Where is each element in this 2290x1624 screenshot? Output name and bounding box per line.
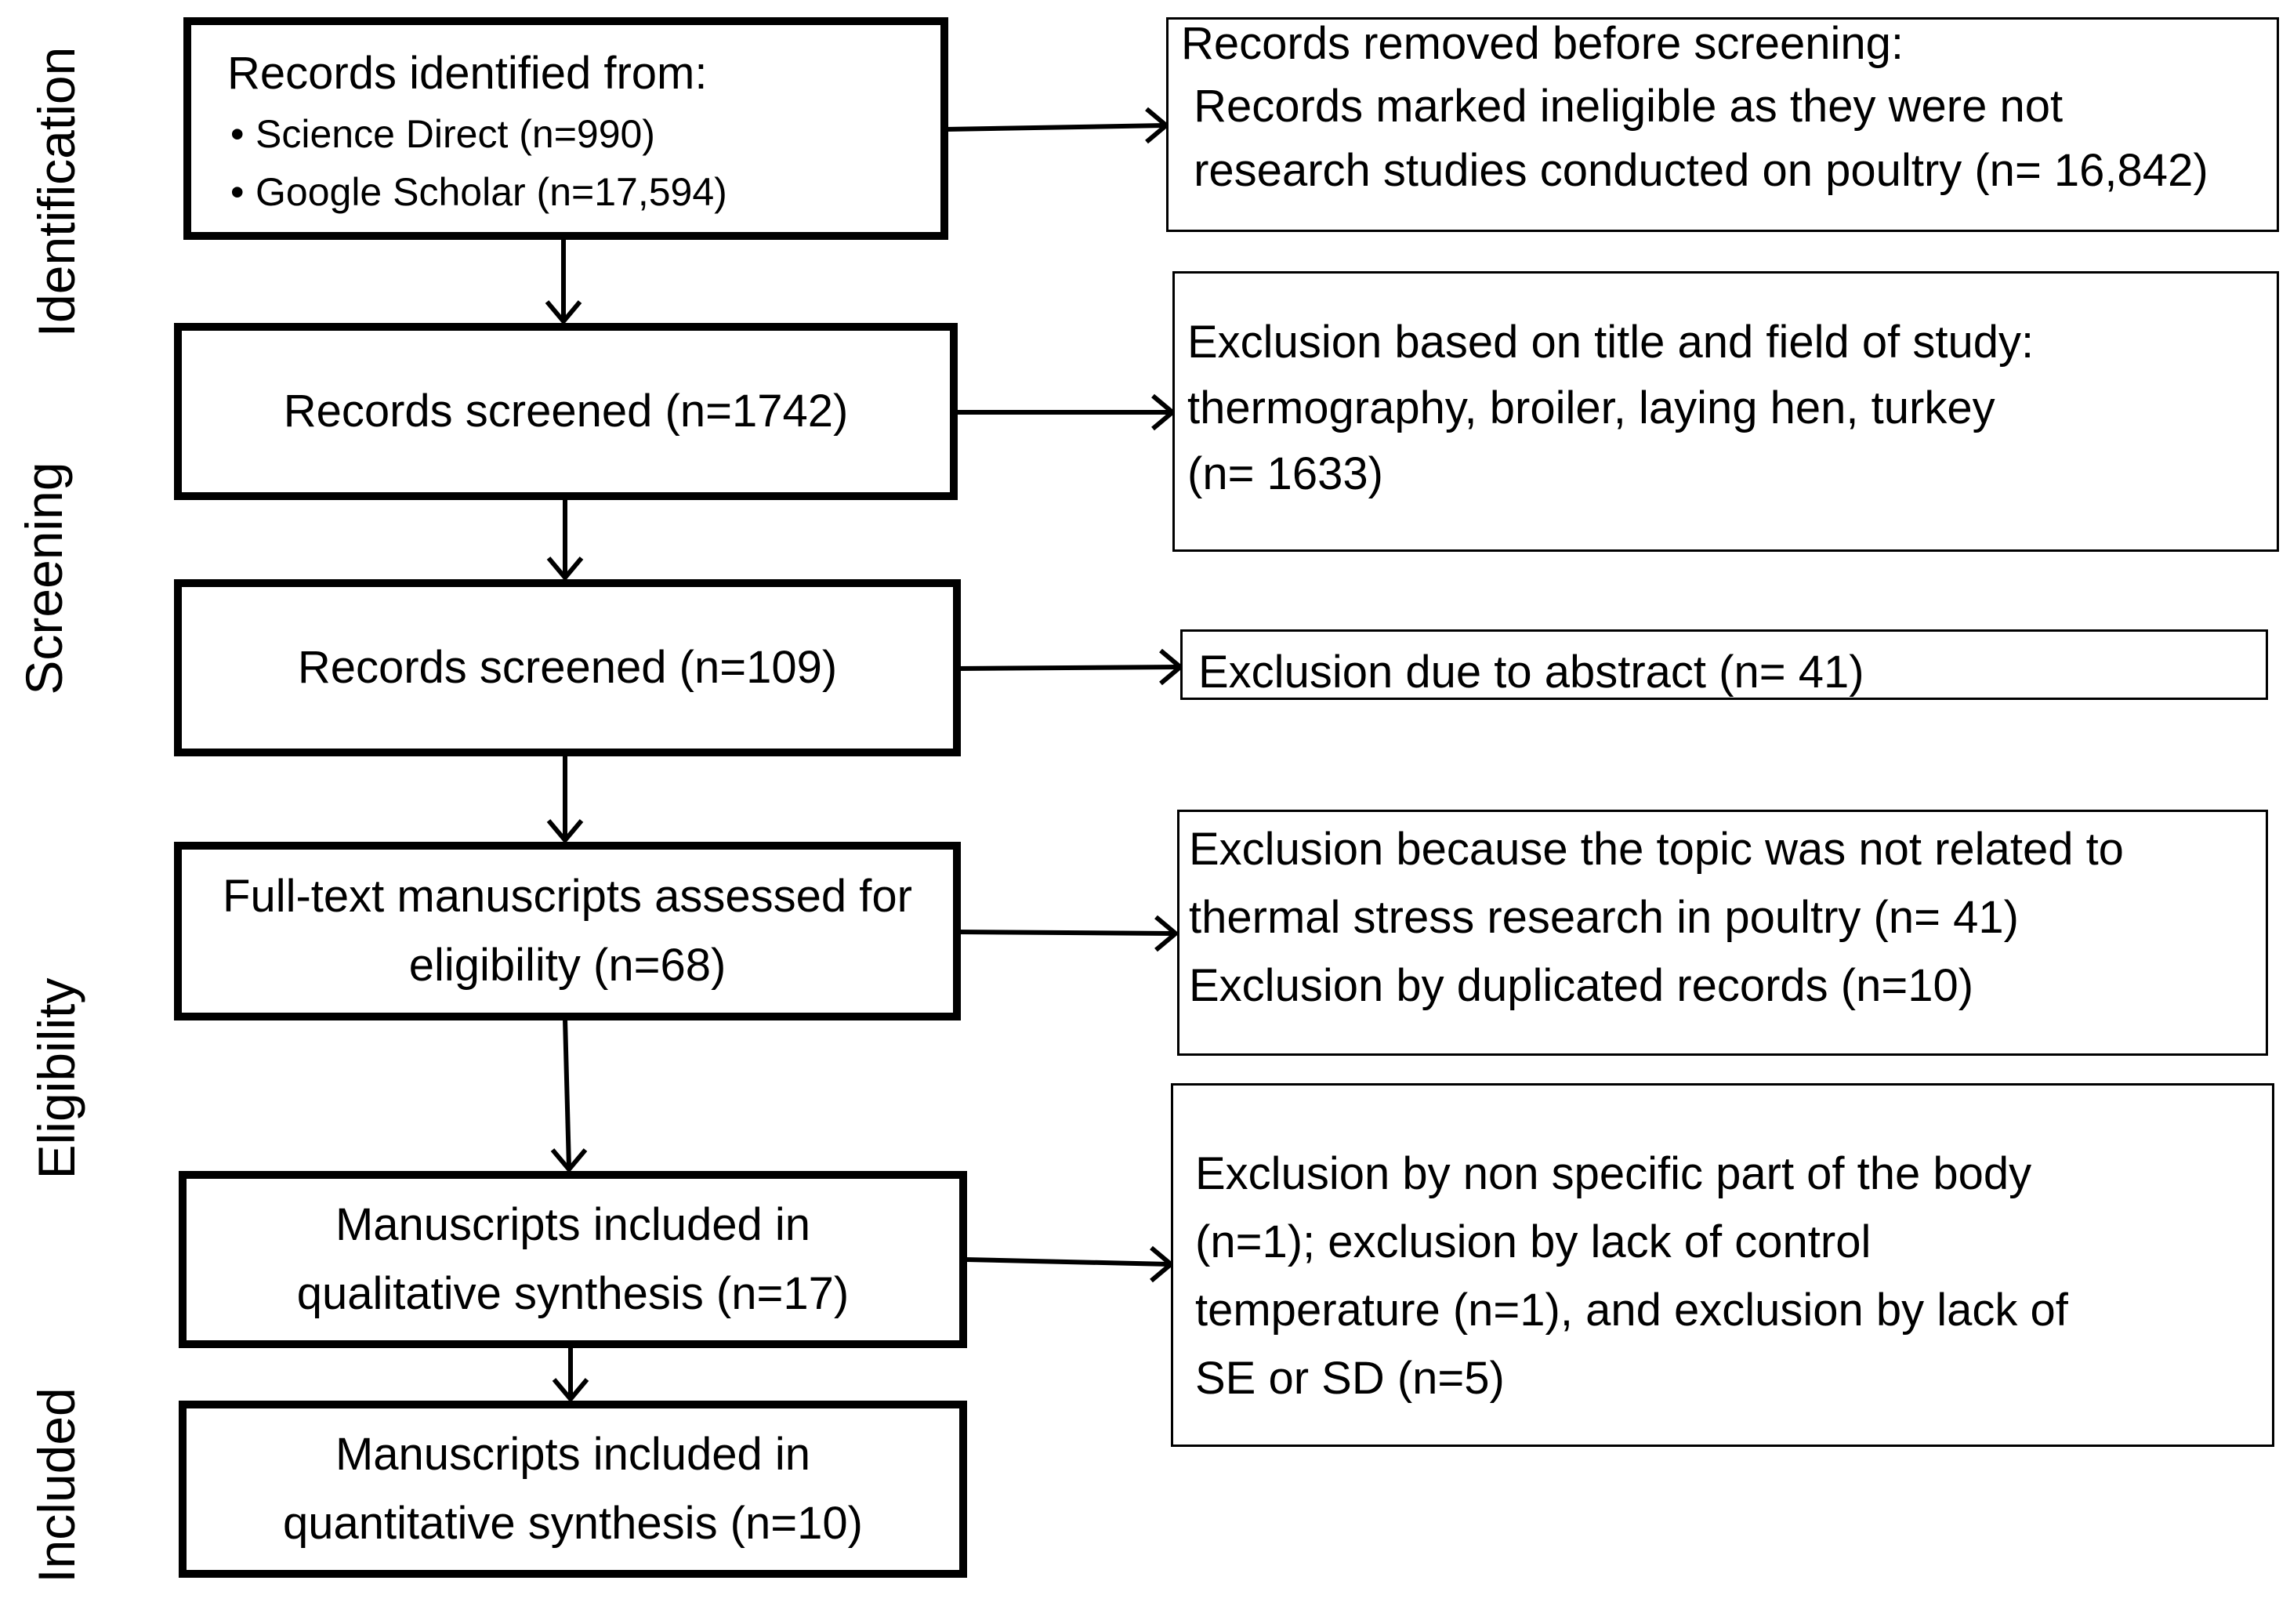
quantitative-line-2: quantitative synthesis (n=10) bbox=[283, 1498, 863, 1549]
title-exclusion-line-2: thermography, broiler, laying hen, turke… bbox=[1187, 382, 1995, 433]
body-exclusion-box: Exclusion by non specific part of the bo… bbox=[1171, 1083, 2274, 1447]
abstract-exclusion-box: Exclusion due to abstract (n= 41) bbox=[1180, 629, 2268, 700]
topic-exclusion-box: Exclusion because the topic was not rela… bbox=[1177, 810, 2268, 1056]
arrow-fulltext-to-topic bbox=[957, 930, 1175, 936]
records-removed-box: Records removed before screening: Record… bbox=[1166, 17, 2279, 232]
topic-exclusion-line-3: Exclusion by duplicated records (n=10) bbox=[1189, 960, 1974, 1011]
qualitative-synthesis-box: Manuscripts included in qualitative synt… bbox=[179, 1171, 967, 1348]
arrow-fulltext-to-qualitative bbox=[563, 1018, 571, 1169]
arrowhead-5 bbox=[552, 1378, 589, 1403]
records-identified-box: Records identified from: Science Direct … bbox=[183, 17, 948, 240]
arrowhead-1 bbox=[545, 300, 582, 325]
records-identified-title: Records identified from: bbox=[227, 48, 708, 99]
topic-exclusion-line-1: Exclusion because the topic was not rela… bbox=[1189, 824, 2124, 875]
stage-label-identification: Identification bbox=[27, 46, 85, 338]
title-exclusion-line-1: Exclusion based on title and field of st… bbox=[1187, 317, 2035, 368]
full-text-assessed-box: Full-text manuscripts assessed for eligi… bbox=[174, 842, 961, 1020]
stage-label-screening: Screening bbox=[15, 462, 73, 695]
arrow-qualitative-to-body bbox=[965, 1257, 1170, 1267]
title-exclusion-box: Exclusion based on title and field of st… bbox=[1172, 271, 2279, 552]
arrowhead-9 bbox=[1154, 915, 1179, 952]
source-google-scholar: Google Scholar (n=17,594) bbox=[191, 163, 940, 221]
arrowhead-3 bbox=[546, 819, 584, 844]
full-text-line-2: eligibility (n=68) bbox=[408, 940, 726, 991]
arrow-identified-to-removed bbox=[945, 123, 1165, 132]
records-removed-title: Records removed before screening: bbox=[1181, 18, 1904, 69]
body-exclusion-line-2: (n=1); exclusion by lack of control bbox=[1195, 1216, 1871, 1267]
stage-label-eligibility: Eligibility bbox=[27, 977, 85, 1180]
records-removed-line-2: research studies conducted on poultry (n… bbox=[1181, 145, 2208, 196]
records-screened-2-text: Records screened (n=109) bbox=[297, 642, 838, 693]
arrowhead-2 bbox=[546, 556, 584, 582]
arrowhead-4 bbox=[550, 1148, 588, 1173]
abstract-exclusion-text: Exclusion due to abstract (n= 41) bbox=[1198, 646, 1864, 698]
records-removed-line-1: Records marked ineligible as they were n… bbox=[1181, 81, 2064, 132]
body-exclusion-line-1: Exclusion by non specific part of the bo… bbox=[1195, 1148, 2032, 1199]
source-science-direct: Science Direct (n=990) bbox=[191, 105, 940, 163]
arrow-screened2-to-abstract bbox=[957, 665, 1179, 671]
stage-label-included: Included bbox=[27, 1387, 85, 1583]
quantitative-line-1: Manuscripts included in bbox=[335, 1429, 811, 1480]
body-exclusion-line-4: SE or SD (n=5) bbox=[1195, 1353, 1505, 1404]
quantitative-synthesis-box: Manuscripts included in quantitative syn… bbox=[179, 1401, 967, 1578]
body-exclusion-line-3: temperature (n=1), and exclusion by lack… bbox=[1195, 1285, 2068, 1336]
full-text-line-1: Full-text manuscripts assessed for bbox=[223, 871, 912, 922]
qualitative-line-1: Manuscripts included in bbox=[335, 1199, 811, 1250]
records-screened-box-1: Records screened (n=1742) bbox=[174, 323, 958, 500]
records-screened-box-2: Records screened (n=109) bbox=[174, 579, 961, 756]
qualitative-line-2: qualitative synthesis (n=17) bbox=[296, 1268, 850, 1319]
topic-exclusion-line-2: thermal stress research in poultry (n= 4… bbox=[1189, 892, 2019, 943]
title-exclusion-line-3: (n= 1633) bbox=[1187, 448, 1383, 499]
records-screened-1-text: Records screened (n=1742) bbox=[283, 386, 849, 437]
